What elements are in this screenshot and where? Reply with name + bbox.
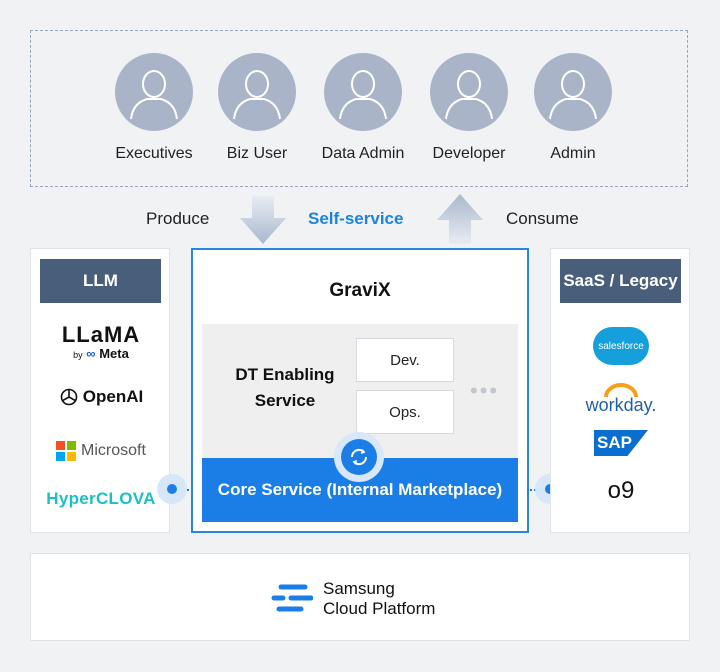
user-label: Executives <box>115 145 193 162</box>
samsung-cloud-platform-panel: Samsung Cloud Platform <box>30 553 690 641</box>
user-label: Admin <box>550 145 596 162</box>
left-connector-dot <box>157 474 187 504</box>
workday-arc-icon <box>604 383 638 397</box>
salesforce-text: salesforce <box>593 327 649 365</box>
user-label: Data Admin <box>321 145 405 162</box>
ops-box: Ops. <box>356 390 454 434</box>
meta-infinity-icon: ∞ <box>86 346 96 361</box>
microsoft-icon <box>56 441 77 461</box>
sap-text: SAP <box>594 430 648 456</box>
dt-enabling-service-label: DT Enabling Service <box>220 362 350 414</box>
self-service-label: Self-service <box>308 209 404 228</box>
microsoft-text: Microsoft <box>81 442 146 459</box>
gravix-panel: GraviX DT Enabling Service Dev. Ops. •••… <box>191 248 529 533</box>
hyperclova-logo: HyperCLOVA <box>46 489 156 508</box>
dt-enabling-service-area: DT Enabling Service Dev. Ops. ••• <box>202 324 518 458</box>
dt-label-line2: Service <box>254 391 316 410</box>
user-group: Executives Biz User Data Admin Developer… <box>30 30 688 187</box>
user-avatar-icon <box>115 53 193 131</box>
openai-logo: OpenAI <box>31 387 171 407</box>
user-label: Biz User <box>226 145 288 162</box>
saas-title: SaaS / Legacy <box>560 259 681 303</box>
llama-logo-text: LLaMA <box>61 322 141 347</box>
sync-badge <box>334 432 384 482</box>
samsung-cloud-platform-text: Samsung Cloud Platform <box>323 579 435 619</box>
user-label: Developer <box>432 145 506 162</box>
workday-logo: workday. <box>551 383 691 416</box>
more-dots-icon: ••• <box>470 378 500 403</box>
arrow-down-icon <box>240 196 286 249</box>
dev-box: Dev. <box>356 338 454 382</box>
user-avatar-icon <box>534 53 612 131</box>
dt-label-line1: DT Enabling <box>235 365 335 384</box>
gravix-title: GraviX <box>329 280 391 301</box>
user-admin: Admin <box>523 53 623 163</box>
user-developer: Developer <box>419 53 519 163</box>
llama-by-text: by <box>73 350 83 360</box>
platform-line1: Samsung <box>323 579 395 598</box>
llm-panel: LLM LLaMA by ∞ Meta OpenAI Microsoft Hyp… <box>30 248 170 533</box>
saas-legacy-panel: SaaS / Legacy salesforce workday. SAP o9 <box>550 248 690 533</box>
llama-logo: LLaMA by ∞ Meta <box>31 322 171 362</box>
arrow-up-icon <box>437 194 483 249</box>
consume-label: Consume <box>506 209 579 228</box>
user-avatar-icon <box>324 53 402 131</box>
user-avatar-icon <box>430 53 508 131</box>
sync-icon <box>350 448 368 466</box>
user-data-admin: Data Admin <box>313 53 413 163</box>
openai-icon <box>60 388 78 406</box>
sap-logo: SAP <box>551 430 691 456</box>
platform-line2: Cloud Platform <box>323 599 436 618</box>
salesforce-logo: salesforce <box>551 327 691 365</box>
llm-title: LLM <box>40 259 161 303</box>
o9-logo: o9 <box>607 477 635 504</box>
user-avatar-icon <box>218 53 296 131</box>
produce-label: Produce <box>146 209 210 228</box>
openai-text: OpenAI <box>82 387 144 406</box>
samsung-cloud-icon <box>271 582 314 619</box>
workday-text: workday. <box>585 395 657 415</box>
user-biz-user: Biz User <box>207 53 307 163</box>
microsoft-logo: Microsoft <box>31 441 171 461</box>
user-executives: Executives <box>104 53 204 163</box>
meta-text: Meta <box>99 346 129 361</box>
